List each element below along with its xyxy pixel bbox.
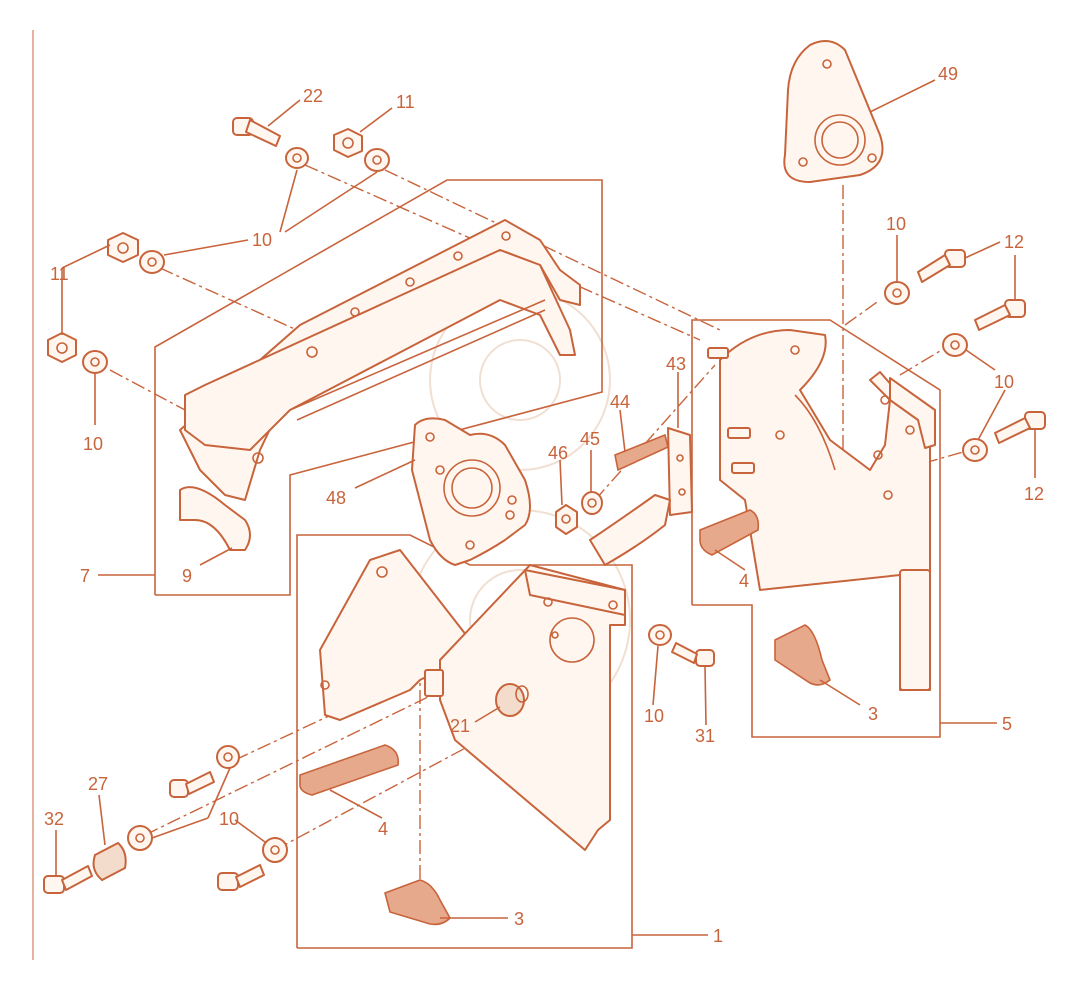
screw-32 xyxy=(43,865,93,894)
callout-10-top: 10 xyxy=(252,230,272,250)
clamp-bracket-43 xyxy=(589,427,693,566)
spacer-27 xyxy=(92,841,127,882)
handle-bracket-7 xyxy=(179,219,581,501)
callout-45: 45 xyxy=(580,429,600,449)
washer-10-left-upper xyxy=(139,250,165,274)
callout-22: 22 xyxy=(303,86,323,106)
nut-11-left-upper xyxy=(107,232,139,263)
callout-49: 49 xyxy=(938,64,958,84)
screw-left-lower xyxy=(217,864,265,891)
washer-10-right-a xyxy=(884,281,910,305)
gasket-48 xyxy=(411,417,531,566)
screw-31 xyxy=(671,642,715,667)
nut-46 xyxy=(555,504,578,535)
callout-5: 5 xyxy=(1002,714,1012,734)
callout-9: 9 xyxy=(182,566,192,586)
screw-12-upper xyxy=(917,249,966,283)
screw-12-middle xyxy=(974,299,1026,331)
leader-lines xyxy=(55,79,1036,936)
frame-assembly-5 xyxy=(691,319,941,738)
washer-10-center xyxy=(648,624,672,646)
callout-3-right: 3 xyxy=(868,704,878,724)
callout-1: 1 xyxy=(713,926,723,946)
frame-assembly-7 xyxy=(154,179,603,596)
spring-44 xyxy=(614,433,669,472)
callout-11-top: 11 xyxy=(396,92,415,112)
washer-10-top-b xyxy=(364,148,390,172)
washer-10-bottom-c xyxy=(262,837,288,863)
callout-44: 44 xyxy=(610,392,630,412)
washer-10-bottom-b xyxy=(127,825,153,851)
callout-10-left: 10 xyxy=(83,434,103,454)
washer-10-right-c xyxy=(962,438,988,462)
washer-10-left-lower xyxy=(82,350,108,374)
nut-11-top xyxy=(333,128,363,158)
callout-4-left: 4 xyxy=(378,819,388,839)
main-plate-1 xyxy=(424,564,626,851)
nut-11-left-lower xyxy=(47,332,77,363)
callout-27: 27 xyxy=(88,774,108,794)
felt-pad-4-left xyxy=(299,744,400,796)
spacer-21 xyxy=(495,683,529,717)
washer-10-bottom-a xyxy=(216,745,240,769)
side-plate-5 xyxy=(707,329,936,691)
felt-pad-4-right xyxy=(699,509,760,556)
washer-10-right-b xyxy=(942,333,968,357)
callout-10-right-mid: 10 xyxy=(994,372,1014,392)
washer-45 xyxy=(581,491,603,515)
gasket-49 xyxy=(783,40,884,183)
felt-pad-3-right xyxy=(774,624,831,686)
callout-48: 48 xyxy=(326,488,346,508)
callout-10-center: 10 xyxy=(644,706,664,726)
callout-21: 21 xyxy=(450,716,470,736)
callout-4-right: 4 xyxy=(739,571,749,591)
callout-10-bottom: 10 xyxy=(219,809,239,829)
callout-12-upper: 12 xyxy=(1004,232,1024,252)
callout-10-right-top: 10 xyxy=(886,214,906,234)
edge-clip-9 xyxy=(179,486,251,551)
callout-43: 43 xyxy=(666,354,686,374)
callout-7: 7 xyxy=(80,566,90,586)
washer-10-top-a xyxy=(285,147,309,169)
callout-labels: 22 11 10 11 10 7 9 49 10 12 10 12 43 44 … xyxy=(44,64,1044,946)
callout-3-bottom: 3 xyxy=(514,909,524,929)
screw-left-upper xyxy=(169,771,215,798)
callout-11-left: 11 xyxy=(50,264,69,284)
frame-assembly-1 xyxy=(296,534,633,949)
screw-22 xyxy=(232,117,281,147)
callout-32: 32 xyxy=(44,809,64,829)
screw-12-lower xyxy=(994,411,1046,444)
callout-31: 31 xyxy=(695,726,715,746)
callout-46: 46 xyxy=(548,443,568,463)
callout-12-lower: 12 xyxy=(1024,484,1044,504)
